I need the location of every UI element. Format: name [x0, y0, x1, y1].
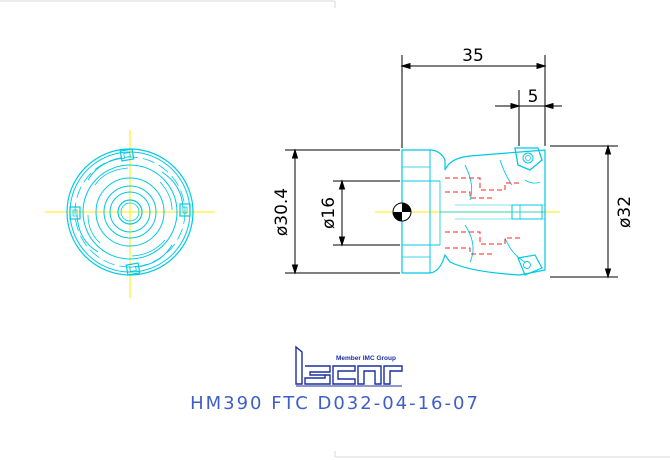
front-insert	[179, 203, 191, 217]
side-insert-top	[514, 147, 543, 171]
side-insert-bottom	[517, 254, 543, 276]
dim-overall-length: 35	[462, 46, 484, 66]
logo-tagline: Member IMC Group	[336, 355, 396, 362]
dimension-labels: 35 5 ø32 ø30.4 ø16	[272, 46, 635, 236]
dim-insert-offset: 5	[528, 87, 539, 107]
iscar-logo: Member IMC Group	[295, 345, 403, 387]
dim-bore-diameter: ø16	[319, 197, 339, 229]
front-view	[45, 130, 215, 298]
dim-body-diameter: ø30.4	[272, 188, 292, 236]
side-insert-mid	[511, 204, 543, 220]
side-view	[375, 147, 560, 276]
front-insert	[119, 148, 135, 162]
front-insert	[69, 206, 81, 220]
part-number: HM390 FTC D032-04-16-07	[190, 393, 480, 414]
dimensions	[285, 55, 618, 279]
front-insert	[125, 262, 141, 276]
dim-cutting-diameter: ø32	[615, 196, 635, 228]
center-mark-symbol	[392, 202, 412, 222]
